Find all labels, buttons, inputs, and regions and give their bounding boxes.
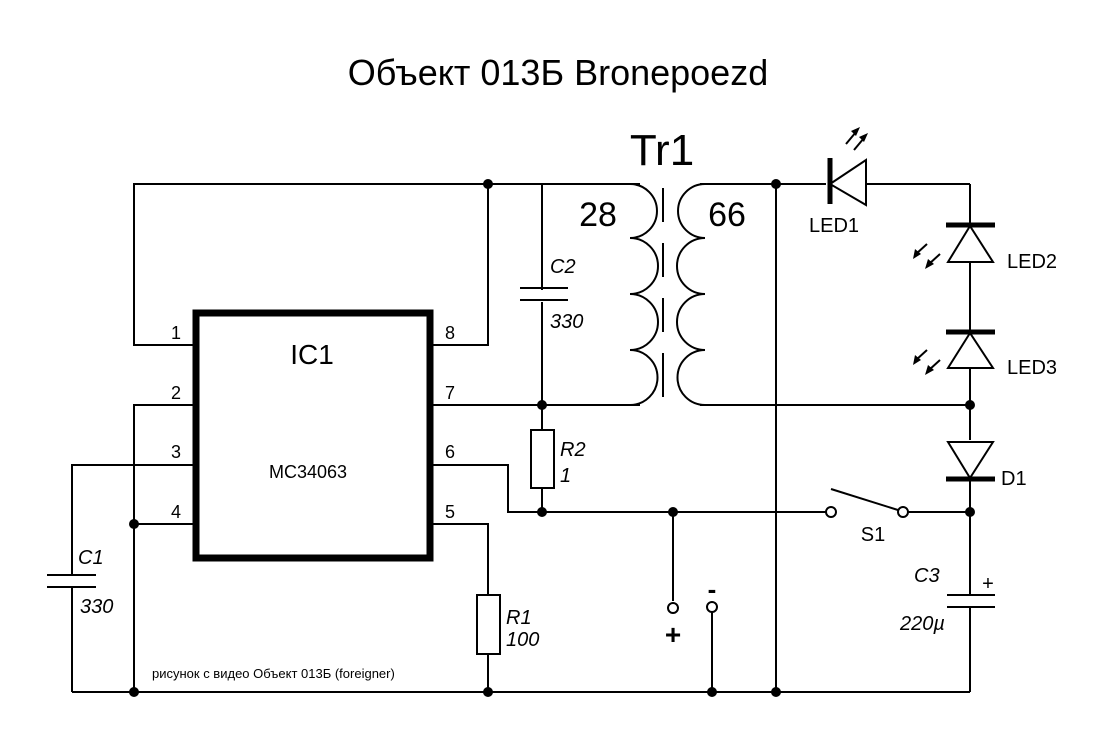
r1-ref: R1: [506, 607, 532, 629]
junction-dot: [965, 507, 975, 517]
tr1-secondary-winding: [676, 183, 706, 406]
ic1: IC1 MC34063 1 2 3 4 5 6 7 8: [171, 309, 455, 562]
wire-pin6: [430, 464, 828, 513]
wire-pin3: [71, 464, 196, 575]
s1-ref: S1: [861, 524, 885, 546]
led3: LED3: [913, 329, 1057, 379]
led2: LED2: [913, 222, 1057, 273]
minus-label: -: [708, 574, 717, 604]
led2-light-arrows-icon: [913, 243, 941, 269]
led3-light-arrows-icon: [913, 349, 941, 375]
r2-value: 1: [560, 465, 571, 487]
d1-ref: D1: [1001, 468, 1027, 490]
resistor-r2: R2 1: [530, 429, 586, 489]
ic1-pin1: 1: [171, 323, 181, 343]
junction-dot: [771, 179, 781, 189]
ic1-pin6: 6: [445, 442, 455, 462]
switch-s1[interactable]: S1: [825, 488, 909, 546]
c3-ref: C3: [914, 565, 940, 587]
resistor-r1: R1 100: [476, 594, 539, 655]
r2-body: [530, 429, 555, 489]
ic1-part: MC34063: [269, 462, 347, 482]
wire-pin2: [133, 404, 196, 692]
junction-dot: [483, 687, 493, 697]
ic1-pin2: 2: [171, 383, 181, 403]
ic1-pin8: 8: [445, 323, 455, 343]
schematic-title: Объект 013Б Bronepoezd: [348, 52, 768, 93]
transformer-tr1: Tr1 28 66: [579, 126, 746, 406]
c3-polarity: +: [982, 573, 994, 595]
c2-ref: C2: [550, 256, 576, 278]
led3-triangle: [946, 331, 995, 369]
junction-dot: [537, 507, 547, 517]
wire-pin1: [133, 183, 488, 346]
c2-value: 330: [550, 311, 583, 333]
s1-contact: [897, 506, 909, 518]
led2-ref: LED2: [1007, 251, 1057, 273]
led1-light-arrows-icon: [845, 127, 868, 151]
plus-label: +: [665, 619, 681, 650]
led1: LED1: [809, 127, 868, 237]
ic1-pin4: 4: [171, 502, 181, 522]
d1-triangle: [946, 441, 995, 480]
junction-dot: [707, 687, 717, 697]
junction-dot: [771, 687, 781, 697]
ic1-pin7: 7: [445, 383, 455, 403]
capacitor-c3: + C3 220µ: [899, 565, 995, 635]
tr1-primary-winding: [629, 183, 659, 406]
junction-dot: [483, 179, 493, 189]
junction-dot: [965, 400, 975, 410]
s1-contact: [825, 506, 837, 518]
junctions: [129, 179, 975, 697]
capacitor-c2: C2 330: [520, 256, 583, 333]
c1-value: 330: [80, 596, 113, 618]
tr1-secondary-turns: 66: [708, 196, 746, 234]
s1-lever[interactable]: [830, 488, 899, 511]
capacitor-c1: C1 330: [47, 547, 113, 618]
minus-terminal[interactable]: [706, 601, 718, 613]
diode-d1: D1: [946, 441, 1027, 490]
junction-dot: [537, 400, 547, 410]
junction-dot: [129, 519, 139, 529]
wire-pin5: [430, 523, 489, 595]
ic1-pin5: 5: [445, 502, 455, 522]
c1-ref: C1: [78, 547, 104, 569]
tr1-primary-turns: 28: [579, 196, 617, 234]
junction-dot: [668, 507, 678, 517]
supply-terminals: + -: [665, 574, 718, 650]
tr1-ref: Tr1: [630, 126, 694, 175]
ic1-ref: IC1: [290, 339, 334, 370]
led1-triangle: [828, 158, 867, 207]
caption: рисунок с видео Объект 013Б (foreigner): [152, 666, 395, 681]
led3-ref: LED3: [1007, 357, 1057, 379]
led2-triangle: [946, 224, 995, 263]
junction-dot: [129, 687, 139, 697]
c3-value: 220µ: [899, 613, 945, 635]
ic1-body: [192, 309, 434, 562]
wire-pin8: [430, 184, 489, 346]
r1-body: [476, 594, 501, 655]
ic1-pin3: 3: [171, 442, 181, 462]
r1-value: 100: [506, 629, 539, 651]
led1-ref: LED1: [809, 215, 859, 237]
plus-terminal[interactable]: [667, 602, 679, 614]
r2-ref: R2: [560, 439, 586, 461]
